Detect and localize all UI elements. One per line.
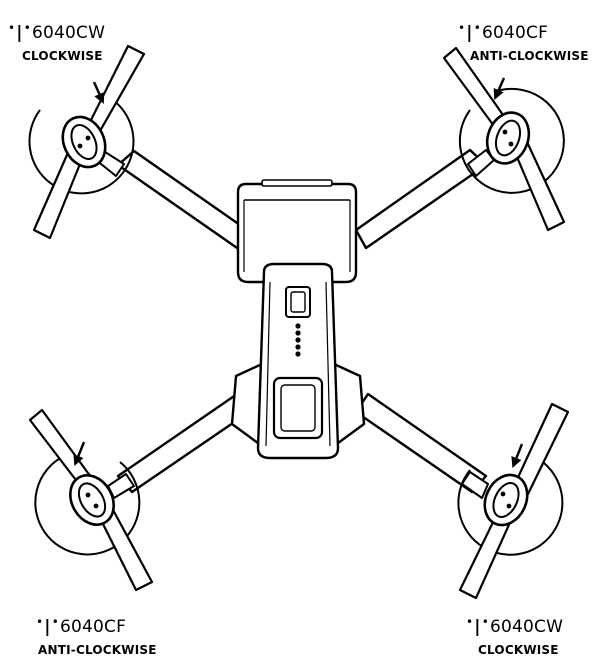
rotation-circle-bottom-left — [34, 455, 141, 556]
status-led-group — [295, 323, 301, 357]
status-led — [295, 337, 301, 343]
rotation-direction-bottom-left: ANTI-CLOCKWISE — [38, 643, 157, 657]
rotation-direction-top-left: CLOCKWISE — [22, 49, 103, 63]
rotation-arrow-icon-bottom-left — [73, 441, 86, 467]
propeller-assembly-top-right — [442, 46, 566, 232]
motor-hub-inner-top-left — [70, 124, 98, 160]
arm-rear-right — [354, 392, 488, 494]
center-body-inner-line — [265, 281, 331, 447]
battery-latch-inner — [290, 291, 306, 313]
propeller-blade-top-right-b — [512, 142, 566, 232]
model-code-bottom-right: •|•6040CW — [466, 615, 564, 637]
rotation-circle-top-left — [28, 99, 135, 195]
label-top-left: •|•6040CW CLOCKWISE — [8, 18, 105, 63]
rotation-circle-bottom-right — [457, 459, 564, 556]
arm-front-left — [116, 149, 252, 252]
model-code-top-right: •|•6040CF — [458, 21, 549, 43]
status-led — [295, 351, 301, 357]
camera-top-edge — [261, 179, 333, 187]
rotation-direction-top-right: ANTI-CLOCKWISE — [470, 49, 589, 63]
rotation-arrow-icon-top-right — [493, 77, 506, 100]
drone-body — [230, 179, 366, 460]
propeller-assembly-bottom-left — [28, 408, 154, 592]
motor-hub-inner-top-right — [494, 119, 522, 157]
drone-front-housing — [236, 182, 358, 284]
rear-battery-bay-inner — [280, 384, 316, 432]
propeller-assembly-top-left — [28, 44, 146, 240]
front-housing-seam — [243, 200, 351, 272]
motor-hub-inner-bottom-left — [77, 482, 107, 518]
status-led — [295, 344, 301, 350]
model-code-top-left: •|•6040CW — [8, 21, 106, 43]
status-led — [295, 323, 301, 329]
label-bottom-left: •|•6040CF ANTI-CLOCKWISE — [36, 612, 157, 657]
arm-rear-left — [116, 390, 254, 494]
model-code-bottom-left: •|•6040CF — [36, 615, 127, 637]
rotation-arrow-icon-top-left — [92, 81, 105, 104]
propeller-assembly-bottom-right — [457, 402, 570, 600]
rotation-arrow-icon-bottom-right — [511, 443, 524, 469]
motor-arm-clip-bottom-right — [461, 471, 489, 499]
rotation-direction-bottom-right: CLOCKWISE — [478, 643, 559, 657]
label-bottom-right: •|•6040CW CLOCKWISE — [466, 612, 563, 657]
motor-hub-inner-bottom-right — [492, 482, 520, 518]
label-top-right: •|•6040CF ANTI-CLOCKWISE — [458, 18, 589, 63]
status-led — [295, 330, 301, 336]
